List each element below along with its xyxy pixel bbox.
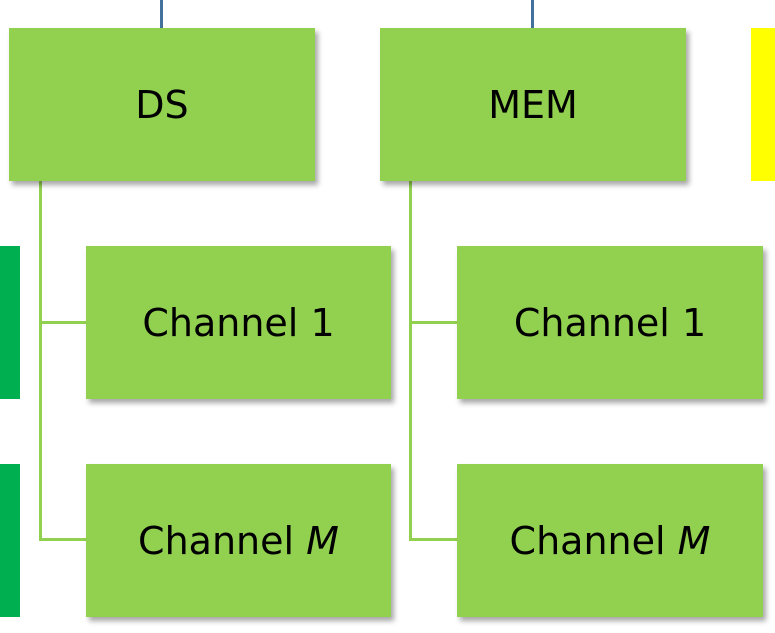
mem-trunk-connector	[409, 181, 412, 541]
mem-channel-m-prefix: Channel	[509, 518, 678, 563]
mem-channel-m-node: Channel M	[457, 464, 763, 617]
mem-channel-m-label: Channel M	[510, 519, 711, 563]
ds-channel-m-label: Channel M	[138, 519, 339, 563]
ds-node-label: DS	[135, 82, 189, 127]
mem-node: MEM	[380, 28, 686, 181]
ds-node: DS	[9, 28, 315, 181]
partial-green-node-upper	[0, 246, 20, 399]
mem-channel-m-variable: M	[677, 518, 711, 563]
partial-green-node-lower	[0, 464, 20, 617]
ds-channel-1-node: Channel 1	[86, 246, 391, 399]
ds-channel-1-connector	[39, 321, 86, 324]
partial-yellow-node	[751, 28, 775, 181]
mem-parent-link	[531, 0, 534, 28]
ds-parent-link	[160, 0, 163, 28]
ds-channel-m-prefix: Channel	[138, 518, 307, 563]
ds-channel-1-label: Channel 1	[142, 300, 335, 345]
ds-trunk-connector	[39, 181, 42, 541]
mem-channel-1-label: Channel 1	[513, 300, 707, 345]
mem-channel-1-connector	[409, 321, 457, 324]
mem-channel-m-connector	[409, 538, 457, 541]
mem-node-label: MEM	[488, 82, 578, 127]
mem-channel-1-node: Channel 1	[457, 246, 763, 399]
ds-channel-m-variable: M	[306, 518, 339, 563]
ds-channel-m-connector	[39, 538, 86, 541]
ds-channel-m-node: Channel M	[86, 464, 391, 617]
